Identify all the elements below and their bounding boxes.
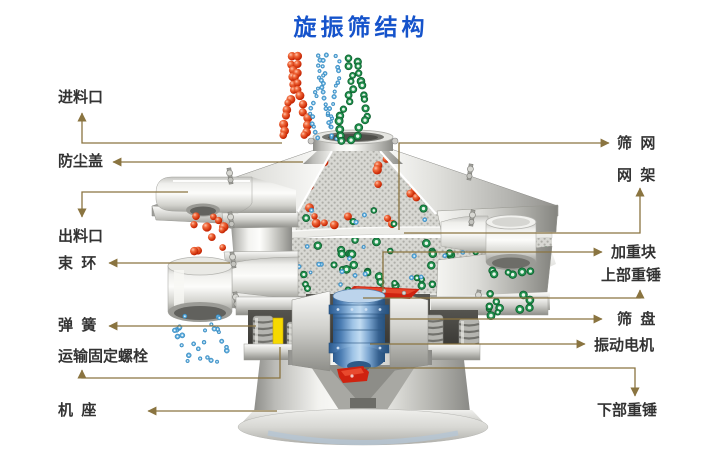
label-base: 机 座 [58, 402, 97, 419]
callout-lines [77, 112, 645, 416]
chamber-wall-right [389, 290, 429, 372]
vibration-motor-body [328, 288, 390, 371]
particles-inflow-blue [308, 52, 342, 141]
callout-line-mesh-frame [404, 187, 645, 234]
chamber-wall-left [291, 290, 331, 372]
label-upper-hammer: 上部重锤 [601, 267, 662, 284]
label-discharge-outlet: 出料口 [58, 228, 104, 245]
vibration-motor-assembly [291, 286, 429, 383]
cut-edge [295, 150, 333, 216]
cut-edge [379, 150, 437, 215]
label-feed-inlet: 进料口 [58, 89, 104, 106]
spring-coil [252, 315, 274, 351]
particles-fall-green [485, 266, 535, 320]
right-discharge-spout [440, 214, 537, 270]
label-spring: 弹 簧 [58, 317, 97, 334]
label-clamp-ring: 束 环 [58, 255, 97, 272]
particles-inflow-green [334, 54, 371, 145]
label-weight-block: 加重块 [611, 244, 657, 261]
label-vibration-motor: 振动电机 [594, 337, 655, 354]
label-mesh-frame: 网 架 [617, 167, 656, 184]
screen-mesh-panel [296, 151, 437, 215]
callout-line-lower-hammer [364, 367, 640, 397]
label-transport-bolt: 运输固定螺栓 [58, 348, 149, 365]
particles-fall-red [190, 212, 229, 256]
callout-line-upper-hammer [363, 289, 645, 299]
callout-line-weight-block [382, 247, 603, 291]
callout-line-transport-bolt [77, 347, 281, 379]
left-shell [155, 167, 299, 322]
callout-line-screen-mesh [398, 138, 610, 230]
lower-hammer-part [337, 366, 369, 383]
base-shadow [267, 430, 459, 445]
upper-discharge-spout [155, 176, 296, 217]
particle-streams [172, 51, 535, 364]
page-title: 旋振筛结构 [293, 14, 429, 40]
label-dust-cover: 防尘盖 [58, 153, 104, 170]
lower-discharge-spout [167, 256, 299, 322]
particles-fall-blue [172, 313, 230, 364]
particles-inflow-red [279, 51, 313, 139]
callout-line-discharge-outlet [77, 191, 188, 218]
label-lower-hammer: 下部重锤 [597, 402, 658, 419]
callout-line-feed-inlet [77, 112, 282, 144]
sieve-machine [151, 129, 559, 446]
label-screen-mesh: 筛 网 [617, 135, 656, 152]
label-sieve-pan: 筛 盘 [617, 311, 656, 328]
